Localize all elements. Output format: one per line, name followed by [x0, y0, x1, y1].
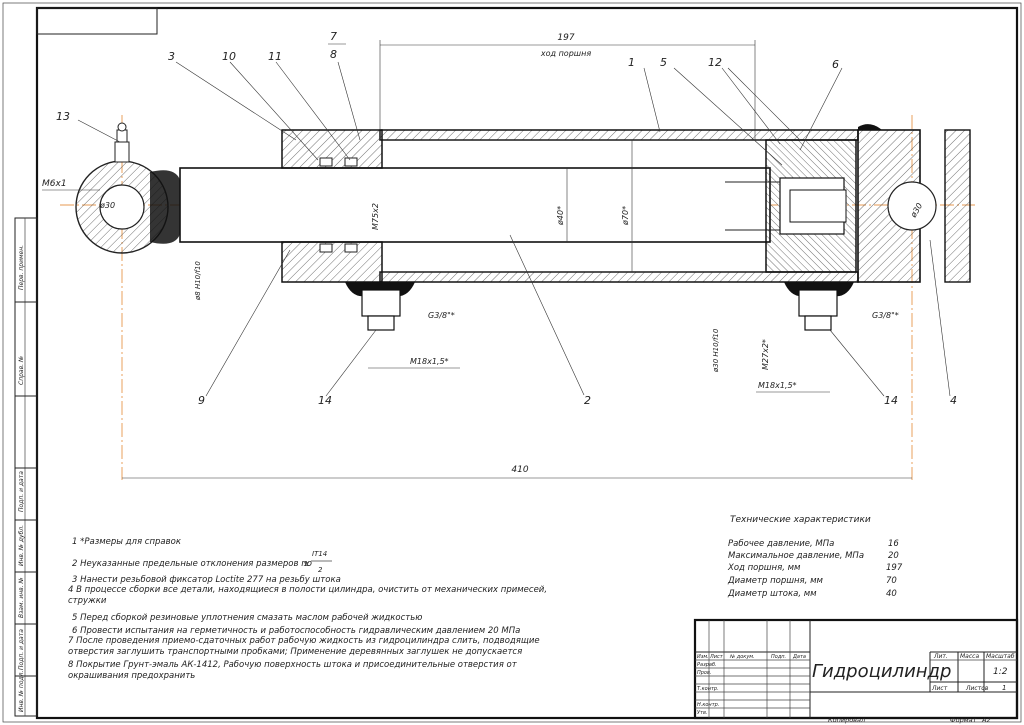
- stamp-text: Инв. № подл.: [18, 671, 25, 712]
- callout-11: 11: [268, 50, 282, 63]
- barrel-bottom: [379, 271, 859, 283]
- callout-10: 10: [222, 50, 236, 63]
- tb-sheet: Лист: [931, 685, 948, 692]
- dim-stroke-label: ход поршня: [540, 49, 591, 58]
- dim-m6: M6x1: [42, 179, 67, 189]
- dim-m18-left: M18x1,5*: [410, 357, 449, 366]
- tb-format: Формат: [950, 716, 977, 724]
- cylinder-drawing: [60, 115, 975, 480]
- callout-13: 13: [56, 110, 70, 123]
- dim-m75: M75x2: [371, 203, 380, 230]
- spec-label: Максимальное давление, МПа: [728, 551, 864, 561]
- callout-8: 8: [330, 48, 337, 61]
- spec-value: 70: [886, 576, 897, 586]
- tb-scale-value: 1:2: [993, 667, 1008, 677]
- dim-stroke: 197: [557, 33, 574, 43]
- side-stamp-strip: Перв. примен. Справ. № Подп. и дата Инв.…: [14, 217, 38, 717]
- barrel-top: [379, 129, 859, 141]
- title-block: Изм. Лист № докум. Подп. Дата Разраб. Пр…: [693, 618, 1019, 724]
- specs-title: Технические характеристики: [730, 515, 871, 525]
- stamp-text: Инв. № дубл.: [18, 525, 25, 566]
- callout-4: 4: [950, 394, 957, 407]
- note-7: 7 После проведения приемо-сдаточных рабо…: [68, 636, 540, 657]
- stamp-text: Перв. примен.: [18, 245, 25, 290]
- tb-scale: Масштаб: [986, 653, 1015, 660]
- callouts: 1 2 3 4 5 6 7 8 9 10 11 12 13 14 14: [56, 30, 957, 407]
- tb-lit: Лит.: [933, 653, 948, 660]
- dim-fit-left: ø8 H10/f10: [194, 261, 202, 301]
- inner-frame: [35, 6, 1019, 720]
- note-3: 3 Нанести резьбовой фиксатор Loctite 277…: [72, 575, 341, 585]
- tb-sheets: Листов: [965, 685, 989, 692]
- tb-col: Изм.: [697, 654, 709, 660]
- callout-12: 12: [708, 56, 722, 69]
- dim-d70: ø70*: [621, 206, 630, 226]
- stamp-text: Подп. и дата: [18, 629, 25, 670]
- tb-sheets-value: 1: [1002, 684, 1006, 692]
- tb-mass: Масса: [960, 653, 979, 660]
- note-2: 2 Неуказанные предельные отклонения разм…: [72, 559, 312, 569]
- dim-g38-right: G3/8"*: [872, 311, 899, 320]
- top-stamp-box: [36, 7, 158, 35]
- dim-m18-right: M18x1,5*: [758, 381, 797, 390]
- dim-410: 410: [511, 465, 528, 475]
- technical-notes: 1 *Размеры для справок 2 Неуказанные пре…: [68, 537, 548, 681]
- dim-fit-right: ø30 H10/f10: [712, 328, 720, 373]
- callout-14-left: 14: [318, 394, 332, 407]
- spec-label: Диаметр поршня, мм: [727, 576, 823, 586]
- note-2-den: 2: [318, 566, 323, 574]
- dim-d40: ø40*: [556, 206, 565, 226]
- piston-rod: [179, 167, 771, 243]
- dim-m27: M27x2*: [761, 339, 770, 370]
- note-2-num: IT14: [312, 550, 327, 558]
- callout-9: 9: [198, 394, 205, 407]
- drawing-title: Гидроцилиндр: [812, 661, 951, 682]
- spec-value: 16: [888, 539, 899, 549]
- tb-col: № докум.: [729, 654, 755, 660]
- tb-format-value: A2: [981, 716, 991, 724]
- spec-label: Ход поршня, мм: [727, 563, 801, 573]
- callout-14-right: 14: [884, 394, 898, 407]
- stamp-text: Подп. и дата: [18, 471, 25, 512]
- dim-d30-left: ø30: [99, 201, 115, 210]
- spec-value: 20: [888, 551, 899, 561]
- port-left: [345, 282, 415, 331]
- tb-copied: Копировал: [828, 716, 865, 724]
- tb-role: Утв.: [697, 710, 708, 716]
- spec-value: 197: [886, 563, 903, 573]
- callout-7: 7: [330, 30, 337, 43]
- note-4: 4 В процессе сборки все детали, находящи…: [68, 585, 548, 606]
- callout-1: 1: [628, 56, 635, 69]
- tb-col: Подп.: [771, 654, 786, 660]
- tb-role: Разраб.: [697, 662, 717, 668]
- dimensions: 197 ход поршня 410 ø40* ø70* M75x2 ø30 ø…: [42, 33, 924, 479]
- note-8: 8 Покрытие Грунт-эмаль АК-1412, Рабочую …: [68, 660, 517, 681]
- tb-role: Пров.: [697, 670, 712, 676]
- tb-col: Лист: [709, 654, 724, 660]
- callout-6: 6: [832, 58, 839, 71]
- stamp-text: Справ. №: [18, 356, 25, 385]
- tb-role: Н.контр.: [697, 702, 719, 708]
- dim-g38-left: G3/8"*: [428, 311, 455, 320]
- tb-col: Дата: [792, 654, 806, 660]
- spec-label: Рабочее давление, МПа: [728, 539, 834, 549]
- spec-value: 40: [886, 589, 897, 599]
- port-right: [784, 282, 854, 331]
- note-1: 1 *Размеры для справок: [72, 537, 182, 547]
- note-6: 6 Провести испытания на герметичность и …: [72, 626, 520, 636]
- specs-table: Технические характеристики Рабочее давле…: [727, 515, 903, 599]
- spec-label: Диаметр штока, мм: [727, 589, 817, 599]
- cap-eye-bore: [887, 181, 937, 231]
- callout-3: 3: [168, 50, 175, 63]
- callout-2: 2: [584, 394, 591, 407]
- note-5: 5 Перед сборкой резиновые уплотнения сма…: [72, 613, 422, 623]
- callout-5: 5: [660, 56, 667, 69]
- stamp-text: Взам. инв. №: [18, 577, 25, 618]
- tb-role: Т.контр.: [697, 686, 719, 692]
- rod-eye-bore: [99, 184, 145, 230]
- note-2-sign: ±: [303, 559, 310, 568]
